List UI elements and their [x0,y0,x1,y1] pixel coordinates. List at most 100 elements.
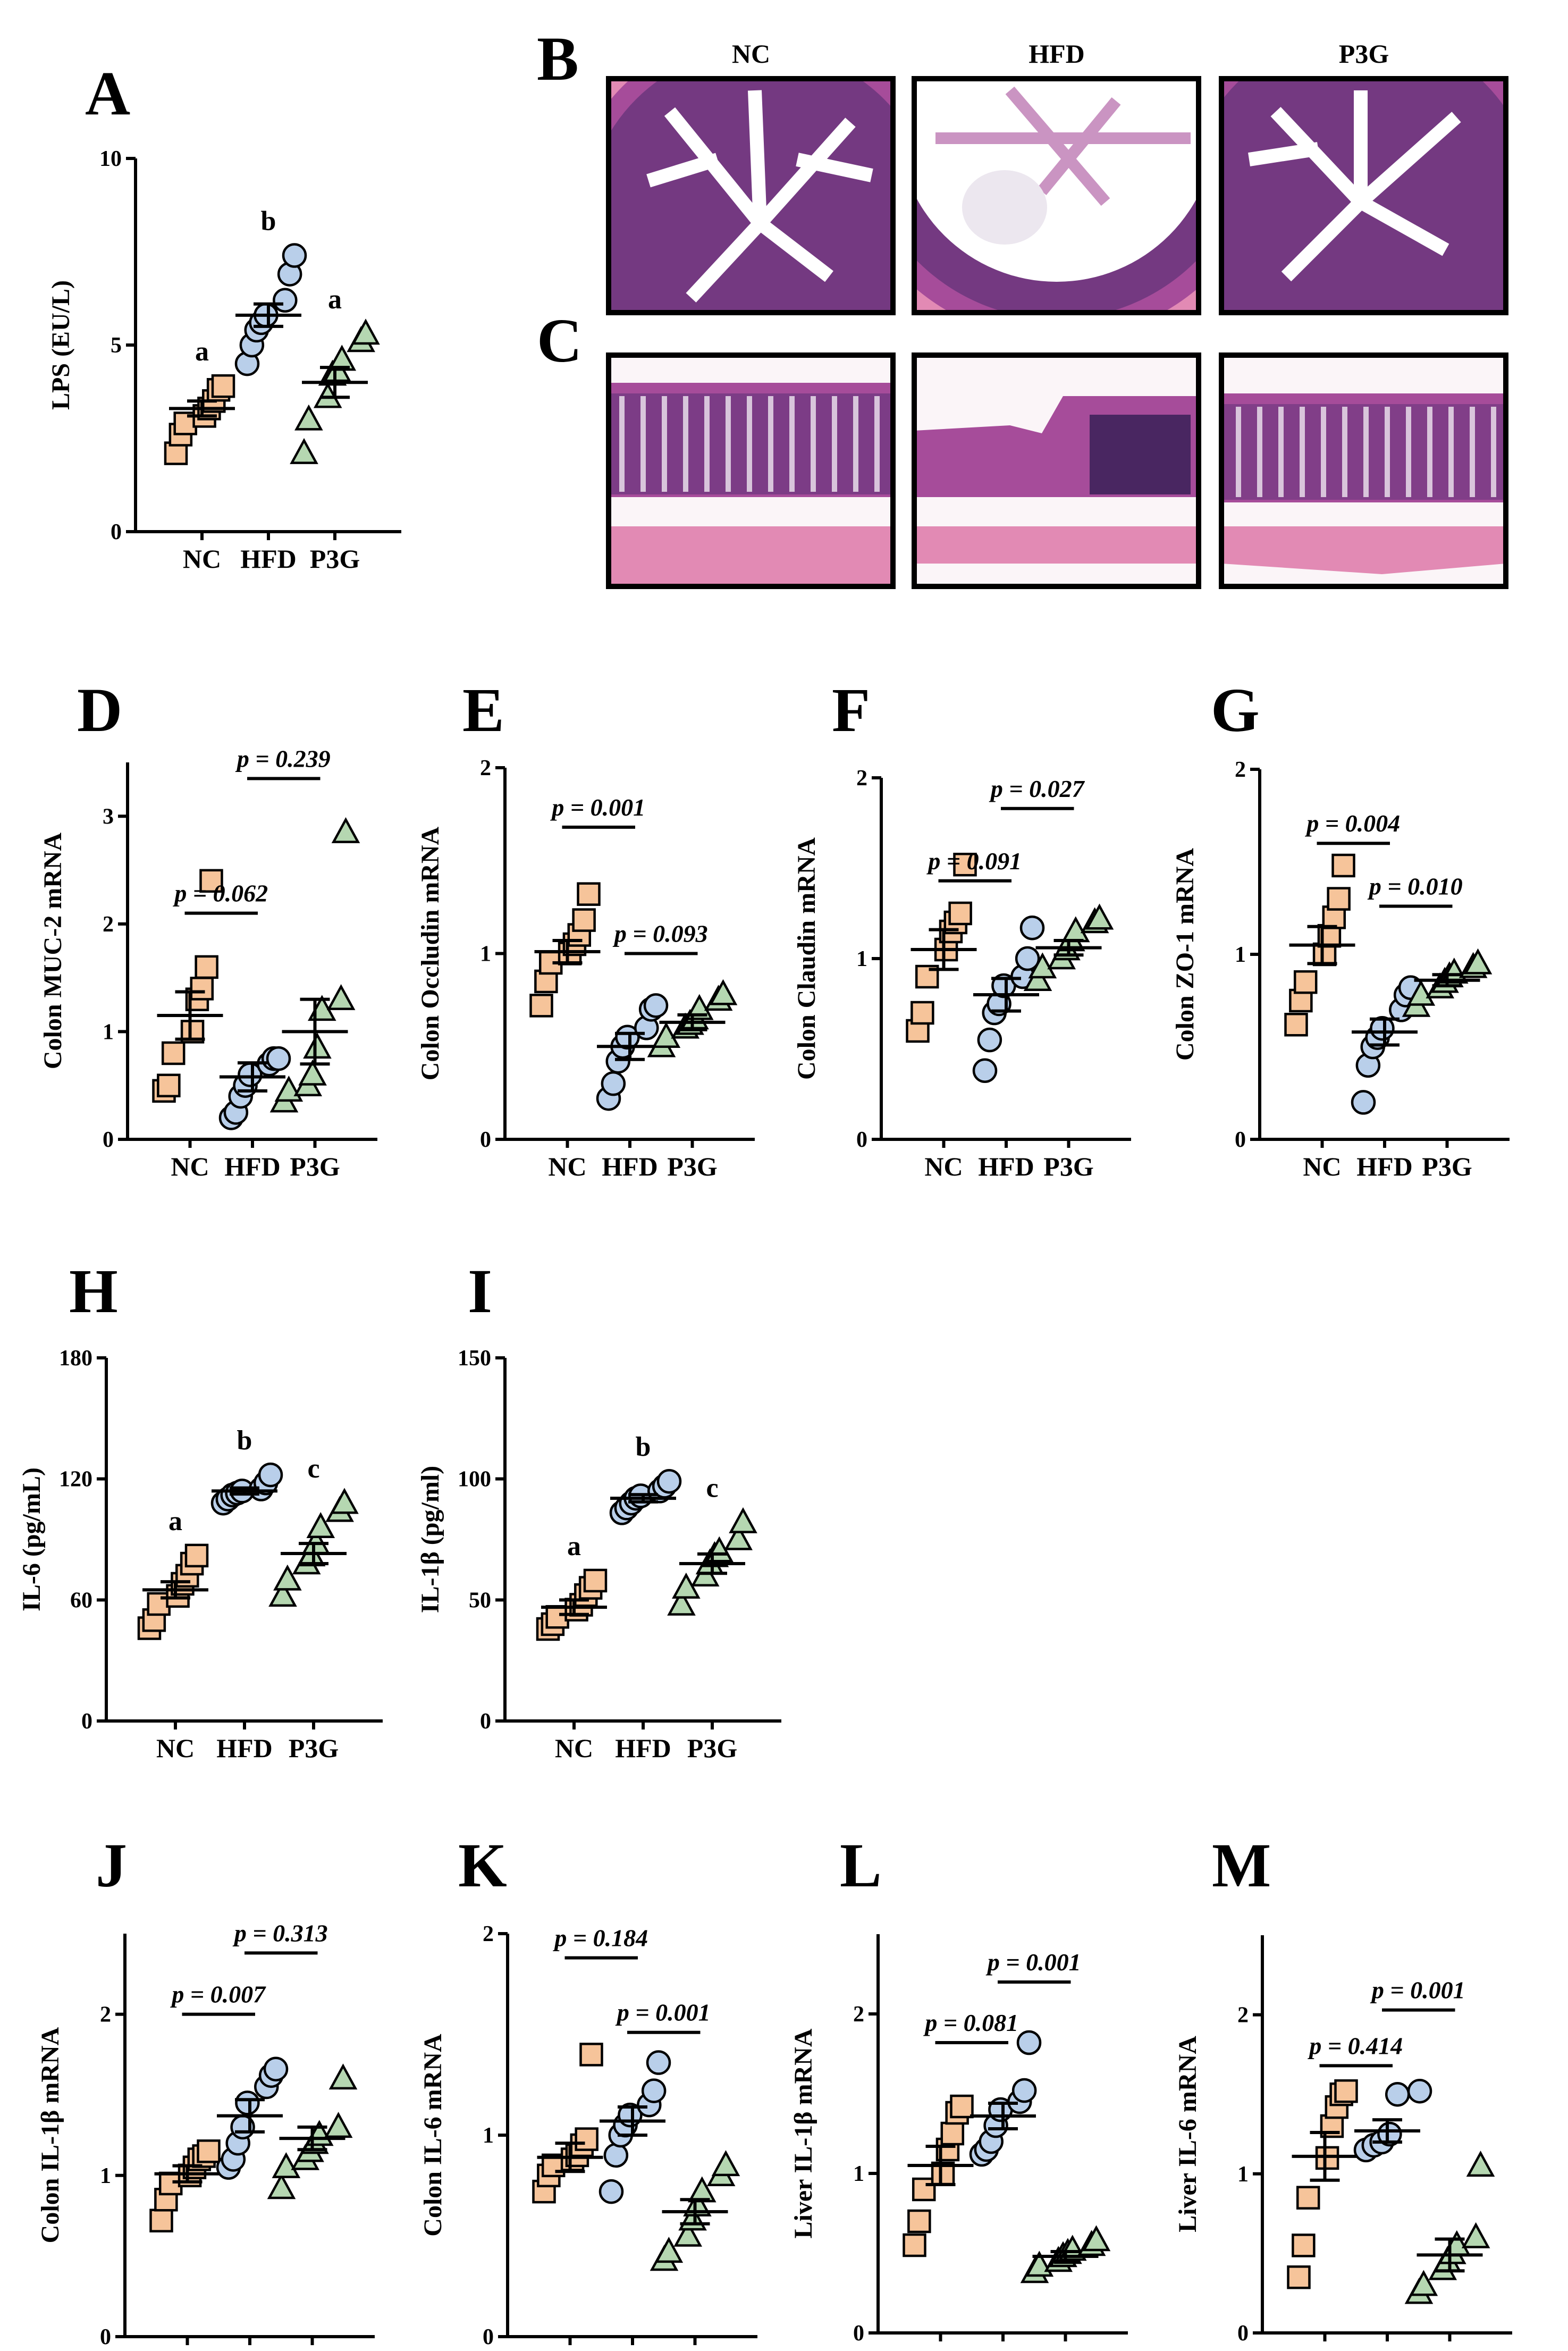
p-value-label: p = 0.001 [550,794,645,821]
y-tick-label: 1 [1237,2162,1249,2187]
series-hfd [234,243,307,376]
y-tick-label: 1 [480,942,491,967]
panel-letter-h: H [69,1256,118,1326]
series-nc [536,1568,608,1641]
series-p3g [647,979,738,1057]
panel-letter-e: E [462,675,504,745]
x-tick-label-hfd: HFD [1359,2345,1415,2351]
p-value-label: p = 0.027 [989,775,1085,802]
series-p3g [1020,2225,1111,2283]
data-point-triangle [1085,903,1114,930]
y-tick-label: 100 [458,1467,491,1492]
significance-letter: c [706,1473,718,1504]
data-point-square [1284,1012,1308,1037]
data-point-circle [646,2050,671,2075]
series-p3g [267,2063,358,2199]
x-tick-label-hfd: HFD [1356,1152,1413,1181]
panel-letter-a: A [85,58,130,128]
p-value-label: p = 0.010 [1367,873,1463,900]
x-tick-label-p3g: P3G [667,1152,717,1181]
data-point-triangle [711,2150,740,2177]
y-tick-label: 1 [483,2123,494,2148]
data-point-square [184,1543,209,1568]
histology-frame-c-nc [606,352,896,589]
y-tick-label: 0 [111,520,122,544]
data-point-circle [263,2056,289,2081]
panel-letter-m: M [1212,1831,1271,1900]
series-nc [152,869,223,1103]
x-tick-label-nc: NC [183,544,221,574]
x-tick-label-nc: NC [924,1152,963,1181]
y-tick-label: 0 [1235,1128,1246,1152]
data-point-square [575,2127,598,2151]
y-tick-label: 1 [853,2162,864,2186]
series-hfd [972,915,1045,1084]
y-tick-label: 120 [59,1467,92,1492]
data-point-triangle [709,979,738,1005]
y-tick-label: 1 [856,947,867,971]
panel-letter-g: G [1211,675,1260,745]
x-tick-label-p3g: P3G [670,2349,720,2351]
p-value-label: p = 0.007 [170,1981,266,2008]
x-tick-label-hfd: HFD [604,2349,661,2351]
data-point-square [1331,853,1355,878]
series-nc [906,852,977,1043]
data-point-triangle [351,318,380,345]
data-point-square [529,994,553,1018]
panel-letter-k: K [458,1831,507,1900]
series-hfd [218,1046,291,1130]
panel-letter-b: B [537,24,579,94]
series-nc [529,882,601,1018]
data-point-circle [603,2143,629,2168]
y-axis-label: Colon IL-6 mRNA [419,2034,447,2237]
data-point-triangle [298,1059,327,1086]
y-tick-label: 180 [59,1346,92,1371]
data-point-square [577,882,601,906]
histology-frame-p3g [1219,76,1508,315]
panel-letter-i: I [468,1256,492,1326]
data-point-triangle [306,1512,335,1538]
p-value-label: p = 0.239 [235,745,331,772]
y-tick-label: 5 [111,333,122,358]
y-tick-label: 0 [480,1709,491,1734]
series-nc [149,2139,221,2232]
p-value-label: p = 0.091 [926,847,1022,875]
significance-letter: b [636,1432,651,1462]
series-p3g [650,2150,740,2271]
data-point-triangle [1082,2225,1111,2252]
y-tick-label: 2 [480,756,491,780]
y-axis-label: Colon Occludin mRNA [416,826,444,1080]
histology-title-p3g: P3G [1339,39,1389,69]
panel-letter-d: D [77,675,122,745]
data-point-square [915,964,939,989]
histology-frame-nc [606,76,896,315]
histology-title-nc: NC [732,39,770,69]
data-point-triangle [273,1564,302,1591]
data-point-circle [1370,1015,1395,1041]
data-point-square [190,977,214,1001]
data-point-triangle [1466,2151,1495,2177]
data-point-square [1327,887,1351,911]
data-point-circle [598,2179,624,2204]
x-tick-label-p3g: P3G [1422,1152,1472,1181]
data-point-circle [1016,2030,1042,2055]
significance-letter: c [307,1454,319,1484]
data-point-circle [1019,915,1045,941]
histology-title-hfd: HFD [1029,39,1085,69]
data-point-square [195,955,218,979]
series-hfd [596,993,669,1111]
data-point-triangle [326,984,356,1010]
x-tick-label-hfd: HFD [216,1733,273,1763]
y-tick-label: 1 [103,1020,114,1044]
data-point-circle [266,1046,291,1071]
y-tick-label: 0 [100,2325,111,2349]
series-nc [903,2094,974,2257]
data-point-circle [977,1027,1002,1053]
x-tick-label-p3g: P3G [289,1733,339,1763]
y-tick-label: 50 [469,1588,491,1613]
y-axis-label: IL-6 (pg/mL) [18,1467,46,1611]
